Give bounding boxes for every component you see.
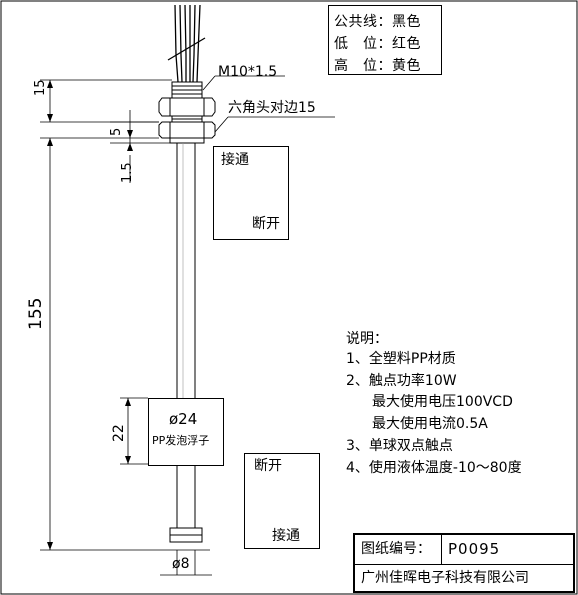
notes-heading: 说明： <box>346 331 388 347</box>
title-block-divider-h <box>355 564 573 565</box>
rod-diameter-label: ø8 <box>172 556 190 572</box>
float-diameter-label: ø24 <box>169 410 198 428</box>
switch-state-lower: 断开 接通 <box>244 453 320 549</box>
float-material-label: PP发泡浮子 <box>152 434 210 447</box>
dim-15: 15 <box>33 79 48 96</box>
company-name: 广州佳晖电子科技有限公司 <box>361 570 529 586</box>
drawing-number: P0095 <box>448 540 501 558</box>
hex-nut <box>158 97 216 144</box>
lead-wires <box>167 4 206 83</box>
title-block: 图纸编号： P0095 广州佳晖电子科技有限公司 <box>353 533 575 593</box>
note-item-4: 4、使用液体温度-10～80度 <box>346 460 522 476</box>
dimension-lines <box>40 79 212 576</box>
leader-lines <box>202 75 335 133</box>
switch-upper-top-label: 接通 <box>221 152 249 168</box>
switch-state-upper: 接通 断开 <box>213 146 289 240</box>
drawing-number-label: 图纸编号： <box>361 541 431 557</box>
note-item-2: 2、触点功率10W <box>346 373 457 389</box>
title-block-divider-v <box>441 535 442 564</box>
hex-label: 六角头对边15 <box>228 100 316 116</box>
dim-155: 155 <box>26 297 46 330</box>
note-item-1: 1、全塑料PP材质 <box>346 351 456 367</box>
float-body: ø24 PP发泡浮子 <box>148 398 224 466</box>
thread-stem <box>171 81 203 99</box>
switch-lower-bottom-label: 接通 <box>272 528 300 544</box>
stem-rod <box>169 143 203 543</box>
note-item-3: 3、单球双点触点 <box>346 438 453 454</box>
legend-row-low: 低 位：红色 <box>334 36 421 52</box>
wire-color-legend: 公共线：黑色 低 位：红色 高 位：黄色 <box>328 5 442 75</box>
dim-22: 22 <box>111 424 127 442</box>
switch-lower-top-label: 断开 <box>254 458 282 474</box>
thread-label: M10*1.5 <box>218 64 278 80</box>
note-item-2b: 最大使用电流0.5A <box>372 416 488 432</box>
dim-1-5: 1.5 <box>120 162 135 183</box>
dim-5: 5 <box>109 127 124 136</box>
note-item-2a: 最大使用电压100VCD <box>372 394 513 410</box>
switch-upper-bottom-label: 断开 <box>252 216 280 232</box>
dimension-arrows <box>47 80 133 550</box>
legend-row-high: 高 位：黄色 <box>334 58 421 74</box>
legend-row-common: 公共线：黑色 <box>334 14 421 30</box>
